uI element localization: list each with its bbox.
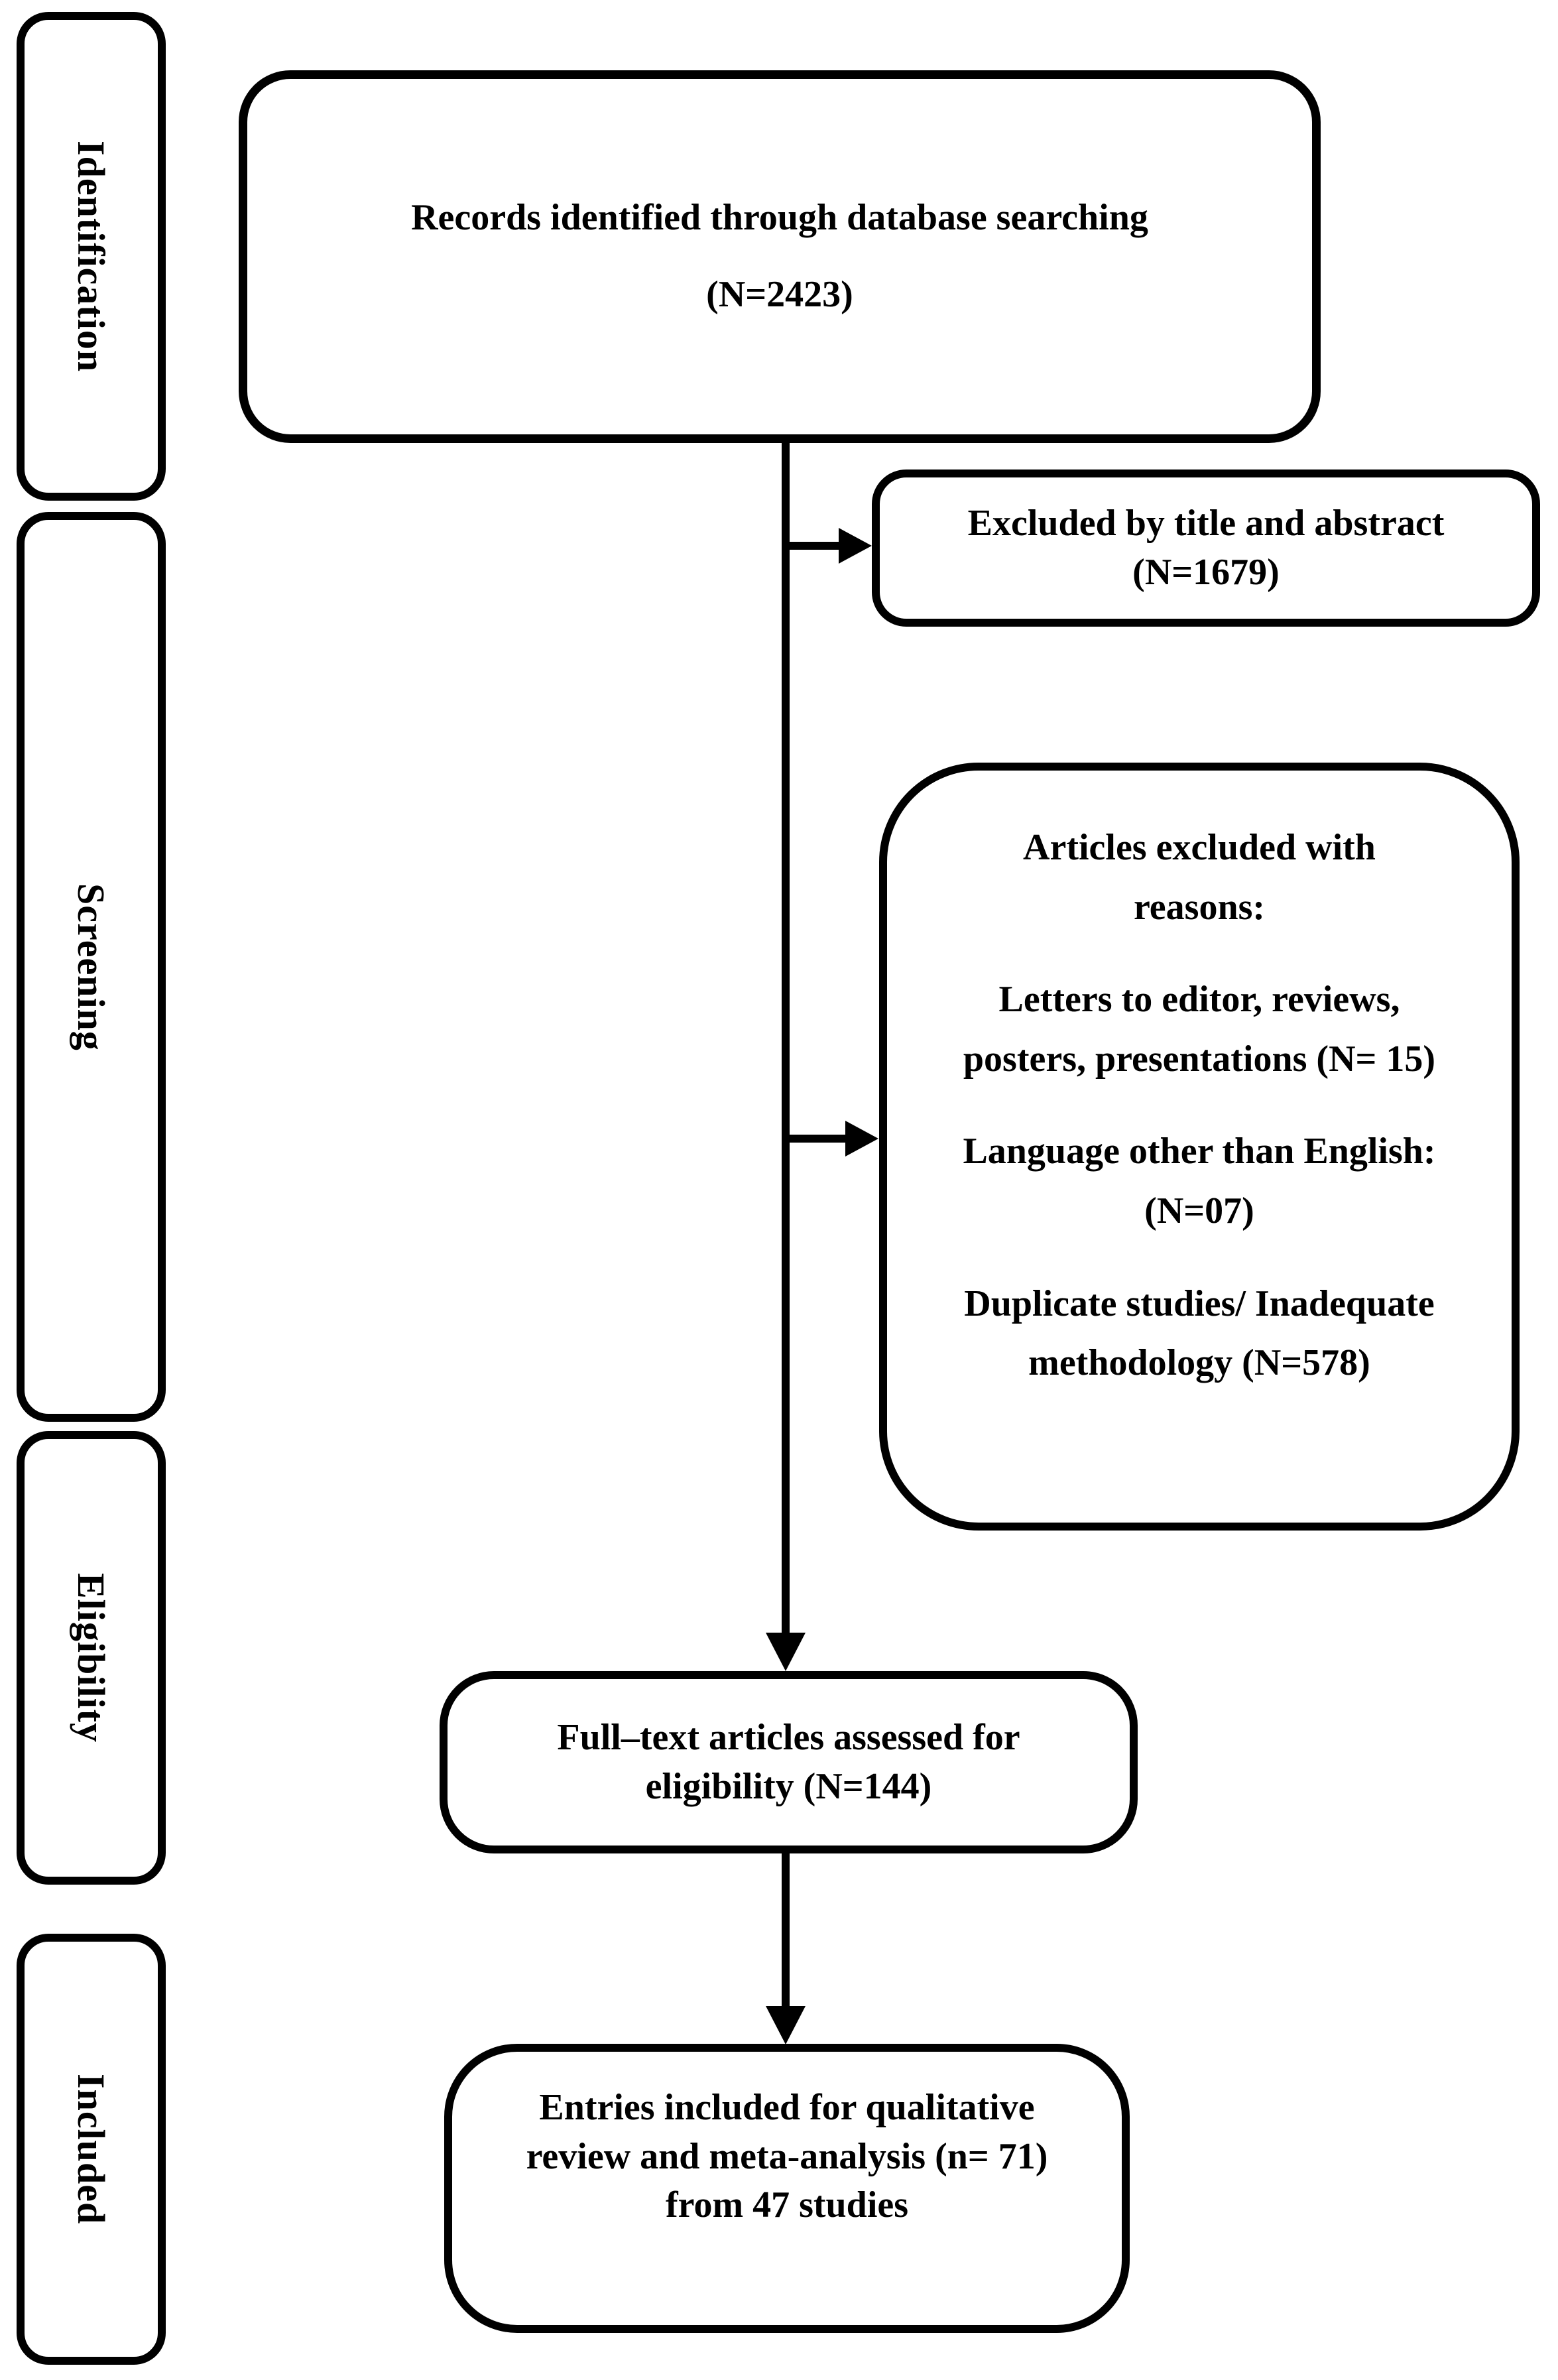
excluded-reason-item: Letters to editor, reviews, posters, pre… <box>963 979 1436 1080</box>
stage-box-screening: Screening <box>17 512 166 1422</box>
records-identified-count: (N=2423) <box>706 274 853 315</box>
stage-label-included: Included <box>70 2074 113 2225</box>
articles-excluded-reasons-box: Articles excluded with reasons: Letters … <box>879 763 1520 1531</box>
excluded-reason-item: Duplicate studies/ Inadequate methodolog… <box>964 1283 1435 1384</box>
excluded-reasons-heading: Articles excluded with reasons: <box>1023 827 1376 928</box>
arrowhead-into-fulltext-box <box>766 1633 806 1671</box>
connector-branch-to-reasons-line <box>786 1135 845 1143</box>
fulltext-assessed-box: Full–text articles assessed for eligibil… <box>440 1671 1138 1853</box>
stage-label-screening: Screening <box>70 883 113 1051</box>
stage-box-identification: Identification <box>17 12 166 501</box>
stage-label-identification: Identification <box>70 140 113 373</box>
connector-records-to-fulltext-line <box>782 442 790 1634</box>
arrowhead-into-reasons-box <box>845 1121 878 1157</box>
excluded-title-abstract-box: Excluded by title and abstract (N=1679) <box>872 470 1540 627</box>
excluded-title-abstract-text: Excluded by title and abstract (N=1679) <box>967 502 1445 593</box>
entries-included-text: Entries included for qualitative review … <box>526 2086 1048 2226</box>
connector-fulltext-to-included-line <box>782 1852 790 2006</box>
excluded-reason-item: Language other than English: (N=07) <box>963 1131 1436 1231</box>
arrowhead-into-included-box <box>766 2006 806 2044</box>
stage-label-eligibility: Eligibility <box>70 1573 113 1743</box>
records-identified-text: Records identified through database sear… <box>411 197 1148 239</box>
fulltext-assessed-text: Full–text articles assessed for eligibil… <box>557 1716 1020 1807</box>
entries-included-box: Entries included for qualitative review … <box>444 2044 1130 2333</box>
stage-box-eligibility: Eligibility <box>17 1431 166 1885</box>
connector-branch-to-excluded-line <box>786 542 839 550</box>
arrowhead-into-excluded-box <box>839 528 872 564</box>
stage-box-included: Included <box>17 1934 166 2365</box>
records-identified-box: Records identified through database sear… <box>239 70 1321 443</box>
